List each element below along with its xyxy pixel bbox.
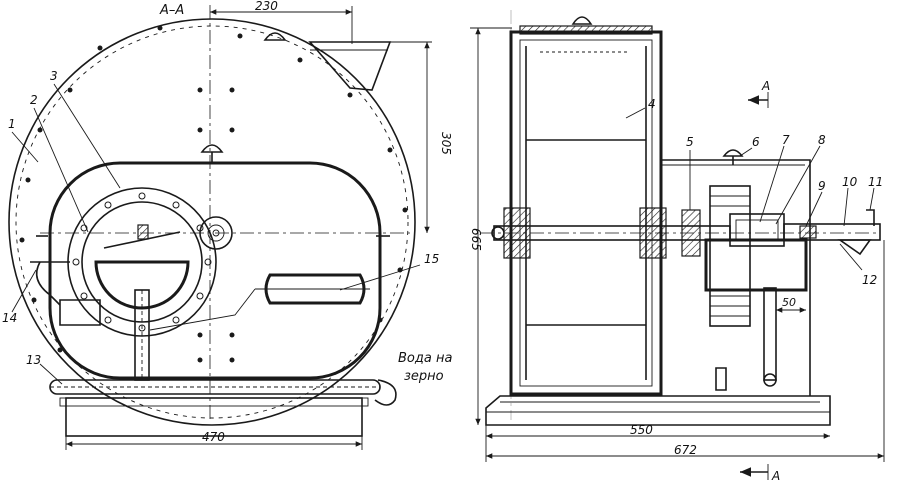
callout-3: 3 xyxy=(50,69,58,83)
callout-1: 1 xyxy=(8,117,16,131)
dim-side-base-width: 550 xyxy=(630,423,653,437)
valve-body xyxy=(59,299,101,326)
water-outlet xyxy=(374,379,397,406)
top-knob xyxy=(571,16,593,25)
side-base xyxy=(485,395,831,426)
fan-blades xyxy=(710,195,750,317)
outer-casing xyxy=(8,18,416,426)
left-callouts: 1 2 3 14 13 15 Вода на зерно xyxy=(2,69,452,385)
drum-hatch-block xyxy=(137,224,149,240)
callout-2: 2 xyxy=(30,93,38,107)
side-housing xyxy=(661,159,811,396)
mid-filler-cap xyxy=(200,144,224,153)
top-filler-cap xyxy=(263,32,287,41)
callout-15: 15 xyxy=(424,252,439,266)
water-label-line1: Вода на xyxy=(398,351,452,366)
dim-hopper-height: 305 xyxy=(439,132,453,155)
fan-wheel xyxy=(709,185,751,327)
drum-bucket xyxy=(94,260,190,310)
casing-bolts xyxy=(19,25,408,363)
outer-casing-inner xyxy=(15,25,409,419)
callout-8: 8 xyxy=(818,133,826,147)
drain-valve xyxy=(715,367,727,391)
callout-12: 12 xyxy=(862,273,877,287)
water-label-line2: зерно xyxy=(404,369,444,384)
dim-side-height: 665 xyxy=(469,228,483,251)
callout-4: 4 xyxy=(648,97,656,111)
right-callouts: 4 5 6 7 8 9 10 11 12 xyxy=(625,97,883,287)
drum-perforations xyxy=(72,192,212,332)
gearbox-knob xyxy=(722,149,744,157)
dim-small-gap: 50 xyxy=(782,296,796,309)
callout-6: 6 xyxy=(752,135,760,149)
callout-7: 7 xyxy=(782,133,790,147)
callout-11: 11 xyxy=(868,175,883,189)
float xyxy=(264,273,366,305)
hopper xyxy=(308,41,392,91)
water-tank xyxy=(48,161,382,380)
callout-14: 14 xyxy=(2,311,17,325)
column-lid xyxy=(519,25,653,35)
extension-arm xyxy=(783,223,881,241)
callout-9: 9 xyxy=(818,179,826,193)
callout-10: 10 xyxy=(842,175,858,189)
section-arrow-top: А xyxy=(761,79,770,93)
dim-side-total-width: 672 xyxy=(674,443,697,457)
right-bearing xyxy=(639,207,667,259)
gearbox xyxy=(704,238,808,292)
dim-left-base-width: 470 xyxy=(202,430,225,444)
callout-5: 5 xyxy=(686,135,694,149)
column-body xyxy=(509,30,663,396)
callout-13: 13 xyxy=(26,353,41,367)
dim-top-width: 230 xyxy=(255,0,278,13)
front-section-view: 230 305 470 А–А xyxy=(8,0,453,450)
left-bearing xyxy=(503,207,531,259)
side-view: 665 550 672 50 А А xyxy=(469,10,885,483)
section-title: А–А xyxy=(159,3,184,18)
drum-divider xyxy=(103,231,181,249)
section-arrow-bottom: А xyxy=(771,469,780,483)
lower-pipe xyxy=(763,287,777,381)
pulley xyxy=(681,209,701,257)
